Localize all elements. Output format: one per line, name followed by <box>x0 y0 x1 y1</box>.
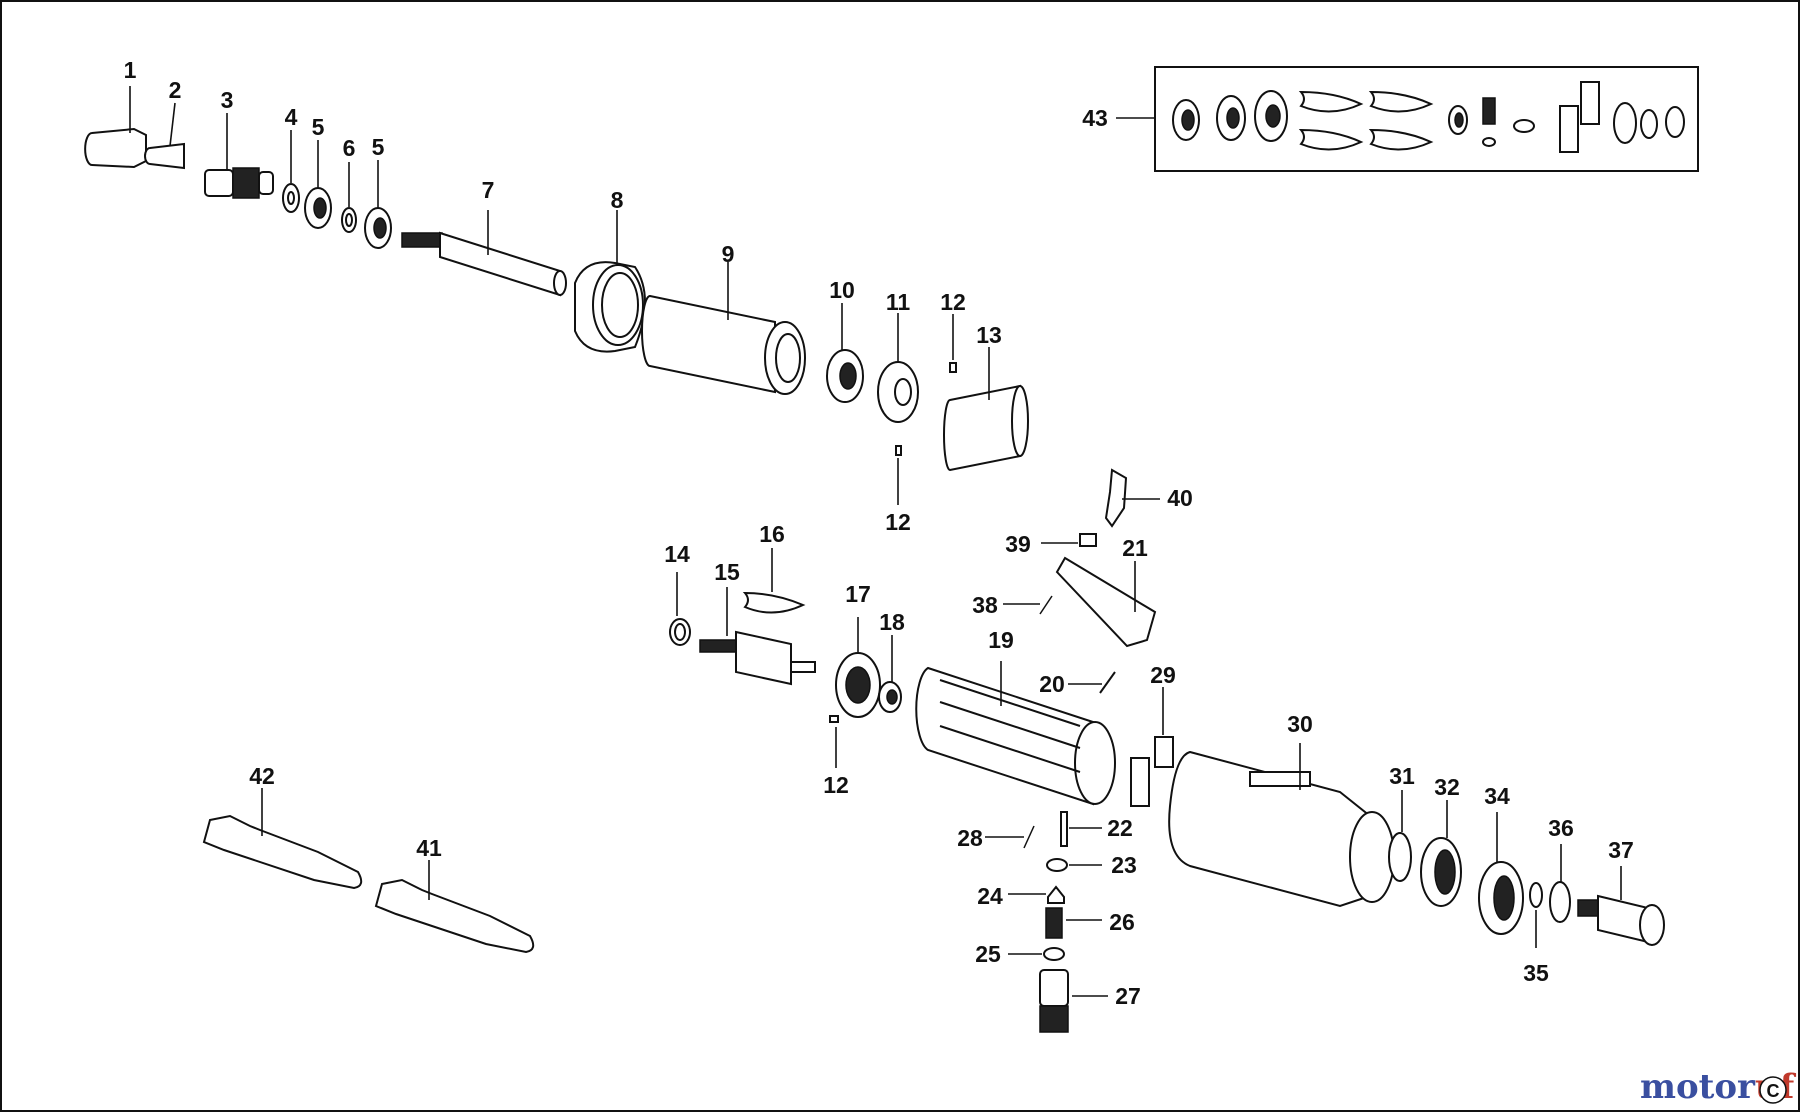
part-5-bearing-a <box>304 140 332 229</box>
part-18-bearing <box>878 635 902 713</box>
part-1-collet-nut <box>84 86 147 169</box>
callout-36: 36 <box>1548 815 1574 841</box>
part-6-spacer-ring <box>341 162 357 233</box>
callout-29: 29 <box>1150 662 1176 688</box>
callout-8: 8 <box>611 187 624 213</box>
part-30-handle-body <box>1168 743 1395 908</box>
watermark-logo: motoruf C <box>1640 1067 1797 1107</box>
callout-38: 38 <box>972 592 998 618</box>
callout-13: 13 <box>976 322 1002 348</box>
callout-17: 17 <box>845 581 871 607</box>
part-17-end-plate <box>835 617 881 718</box>
callout-12: 12 <box>940 289 966 315</box>
callout-25: 25 <box>975 941 1001 967</box>
callout-3: 3 <box>221 87 234 113</box>
part-5-bearing-b <box>364 160 392 249</box>
callout-41: 41 <box>416 835 442 861</box>
callout-11: 11 <box>886 289 911 315</box>
part-36-o-ring <box>1549 844 1571 923</box>
part-13-cylinder <box>943 347 1029 472</box>
callout-31: 31 <box>1389 763 1415 789</box>
part-21-throttle-lever <box>1055 556 1157 648</box>
part-20-pin <box>1068 671 1116 694</box>
part-14-o-ring <box>669 572 691 646</box>
part-24-valve <box>1008 885 1065 904</box>
corner-mark: C <box>1767 1081 1780 1101</box>
part-39-spring-clip <box>1041 533 1097 547</box>
callout-1: 1 <box>124 57 137 83</box>
callout-30: 30 <box>1287 711 1313 737</box>
callout-43: 43 <box>1082 105 1108 131</box>
callout-6: 6 <box>343 135 356 161</box>
callout-21: 21 <box>1122 535 1148 561</box>
part-28-pin <box>985 825 1035 849</box>
callout-4: 4 <box>285 104 298 130</box>
part-12-pin-b <box>895 445 902 505</box>
callout-15: 15 <box>714 559 740 585</box>
part-26-spring <box>1045 907 1102 939</box>
part-42-wrench <box>202 788 363 890</box>
part-11-rotor-plate <box>877 313 919 423</box>
part-22-pin <box>1060 811 1102 847</box>
callout-9: 9 <box>722 241 735 267</box>
part-29-vanes <box>1130 687 1174 807</box>
callout-5: 5 <box>372 134 385 160</box>
part-7-spindle-shaft <box>401 210 567 297</box>
callout-14: 14 <box>664 541 690 567</box>
callout-20: 20 <box>1039 671 1065 697</box>
part-40-lock-button <box>1104 468 1160 528</box>
part-8-housing-nut <box>574 210 646 353</box>
callout-18: 18 <box>879 609 905 635</box>
callout-28: 28 <box>957 825 983 851</box>
callout-37: 37 <box>1608 837 1634 863</box>
callout-34: 34 <box>1484 783 1510 809</box>
callout-12: 12 <box>885 509 911 535</box>
callout-27: 27 <box>1115 983 1141 1009</box>
callout-7: 7 <box>482 177 495 203</box>
part-15-rotor <box>699 587 816 686</box>
part-37-air-inlet <box>1577 866 1665 946</box>
callout-22: 22 <box>1107 815 1133 841</box>
callout-35: 35 <box>1523 960 1549 986</box>
part-12-pin-c <box>829 715 839 768</box>
part-25-o-ring <box>1008 947 1065 961</box>
part-4-washer <box>282 130 300 213</box>
part-43-service-kit <box>1116 66 1699 172</box>
part-12-pin-a <box>949 314 957 373</box>
part-10-bearing <box>826 303 864 403</box>
callout-5: 5 <box>312 114 325 140</box>
callout-19: 19 <box>988 627 1014 653</box>
part-32-exhaust-ring <box>1420 800 1462 907</box>
part-38-pin <box>1003 595 1053 615</box>
part-2-collet <box>144 102 185 170</box>
callout-40: 40 <box>1167 485 1193 511</box>
callout-16: 16 <box>759 521 785 547</box>
part-31-o-ring <box>1388 790 1412 882</box>
callout-39: 39 <box>1005 531 1031 557</box>
part-23-washer <box>1046 858 1102 872</box>
callout-2: 2 <box>169 77 182 103</box>
callout-42: 42 <box>249 763 275 789</box>
watermark-text-part1: motor <box>1640 1067 1756 1107</box>
part-19-motor-housing <box>915 661 1116 806</box>
part-3-spindle-nut <box>204 113 274 199</box>
callout-26: 26 <box>1109 909 1135 935</box>
part-41-wrench <box>374 860 535 954</box>
part-27-valve-seat <box>1039 969 1108 1033</box>
part-34-muffler <box>1478 812 1524 935</box>
callout-12: 12 <box>823 772 849 798</box>
callout-24: 24 <box>977 883 1003 909</box>
callout-23: 23 <box>1111 852 1137 878</box>
callout-10: 10 <box>829 277 855 303</box>
part-16-vane <box>742 548 806 614</box>
part-9-bearing-housing <box>641 262 806 395</box>
callout-32: 32 <box>1434 774 1460 800</box>
part-35-seal <box>1529 882 1543 948</box>
